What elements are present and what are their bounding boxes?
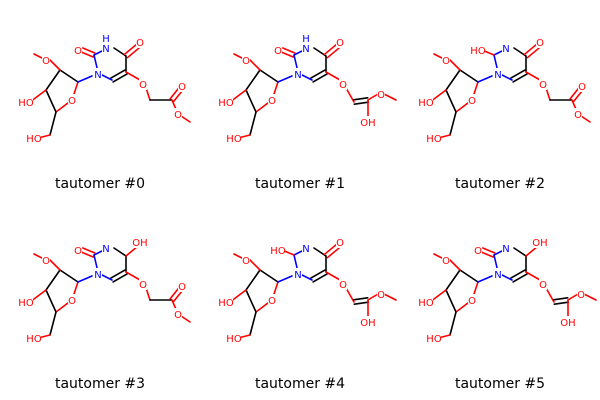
hydroxy-label: HO: [418, 298, 434, 309]
ring-nitrogen-label: N: [494, 70, 501, 81]
ether-oxygen-label: O: [139, 280, 147, 291]
nh-hydrogen-label: H: [302, 34, 310, 45]
hydroxy-label: HO: [426, 334, 442, 345]
c2-oxygen-label: O: [474, 246, 482, 257]
ring-nitrogen-label: N: [94, 270, 101, 281]
molecule-structure: O HO O HO N N HO O O O O: [418, 36, 591, 145]
c4-oxygen-label: O: [136, 38, 144, 49]
ring-oxygen-label: O: [268, 296, 276, 307]
methoxy-oxygen-label: O: [442, 56, 450, 67]
enol-hydroxy-label: OH: [360, 118, 375, 129]
hydroxy-label: HO: [226, 134, 242, 145]
hydroxy-label: HO: [418, 98, 434, 109]
methoxy-oxygen-label: O: [242, 56, 250, 67]
c4-oxygen-label: O: [536, 38, 544, 49]
tautomer-caption: tautomer #0: [54, 176, 146, 192]
tautomer-cell-4: O HO O HO N N HO O O O OH tautomer #4: [200, 200, 400, 400]
c4-oxygen-label: O: [336, 238, 344, 249]
molecule-structure: O HO O HO N N HO O O O OH: [218, 236, 397, 345]
top-nitrogen-label: N: [102, 244, 109, 255]
hydroxy-label: HO: [218, 98, 234, 109]
ring-oxygen-label: O: [268, 96, 276, 107]
c2-oxygen-label: HO: [470, 46, 486, 57]
ether-oxygen-label: O: [139, 80, 147, 91]
hydroxy-label: HO: [18, 298, 34, 309]
methoxy-oxygen-label: O: [442, 256, 450, 267]
tautomer-caption: tautomer #3: [54, 376, 146, 392]
tautomer-cell-2: O HO O HO N N HO O O O O tautomer #2: [400, 0, 600, 200]
ester-oxygen-label: O: [574, 110, 582, 121]
ester-carbonyl-oxygen-label: O: [178, 82, 186, 93]
ether-oxygen-label: O: [339, 280, 347, 291]
ring-nitrogen-label: N: [294, 270, 301, 281]
c2-oxygen-label: HO: [270, 246, 286, 257]
c4-oxygen-label: OH: [132, 238, 147, 249]
ether-oxygen-label: O: [539, 280, 547, 291]
tautomer-caption: tautomer #2: [454, 176, 546, 192]
c2-oxygen-label: O: [74, 246, 82, 257]
c4-oxygen-label: OH: [532, 238, 547, 249]
ester-oxygen-label: O: [174, 310, 182, 321]
hydroxy-label: HO: [426, 134, 442, 145]
hydroxy-label: HO: [26, 334, 42, 345]
top-nitrogen-label: N: [502, 44, 509, 55]
ester-carbonyl-oxygen-label: O: [178, 282, 186, 293]
ring-oxygen-label: O: [68, 296, 76, 307]
enol-hydroxy-label: OH: [560, 318, 575, 329]
ring-oxygen-label: O: [468, 296, 476, 307]
hydroxy-label: HO: [18, 98, 34, 109]
ester-oxygen-label: O: [377, 290, 385, 301]
c2-oxygen-label: O: [274, 46, 282, 57]
methoxy-oxygen-label: O: [42, 56, 50, 67]
top-nitrogen-label: N: [102, 44, 109, 55]
ester-oxygen-label: O: [577, 290, 585, 301]
ring-oxygen-label: O: [68, 96, 76, 107]
ring-oxygen-label: O: [468, 96, 476, 107]
top-nitrogen-label: N: [302, 44, 309, 55]
tautomer-caption: tautomer #4: [254, 376, 346, 392]
c4-oxygen-label: O: [336, 38, 344, 49]
ester-carbonyl-oxygen-label: O: [578, 82, 586, 93]
ring-nitrogen-label: N: [294, 70, 301, 81]
ring-nitrogen-label: N: [94, 70, 101, 81]
enol-hydroxy-label: OH: [360, 318, 375, 329]
c2-oxygen-label: O: [74, 46, 82, 57]
ester-oxygen-label: O: [377, 90, 385, 101]
ester-oxygen-label: O: [174, 110, 182, 121]
hydroxy-label: HO: [226, 334, 242, 345]
tautomer-caption: tautomer #5: [454, 376, 546, 392]
tautomer-caption: tautomer #1: [254, 176, 346, 192]
methoxy-oxygen-label: O: [42, 256, 50, 267]
ether-oxygen-label: O: [539, 80, 547, 91]
top-nitrogen-label: N: [502, 244, 509, 255]
ring-nitrogen-label: N: [494, 270, 501, 281]
nh-hydrogen-label: H: [102, 34, 110, 45]
methoxy-oxygen-label: O: [242, 256, 250, 267]
top-nitrogen-label: N: [302, 244, 309, 255]
hydroxy-label: HO: [218, 298, 234, 309]
hydroxy-label: HO: [26, 134, 42, 145]
ether-oxygen-label: O: [339, 80, 347, 91]
